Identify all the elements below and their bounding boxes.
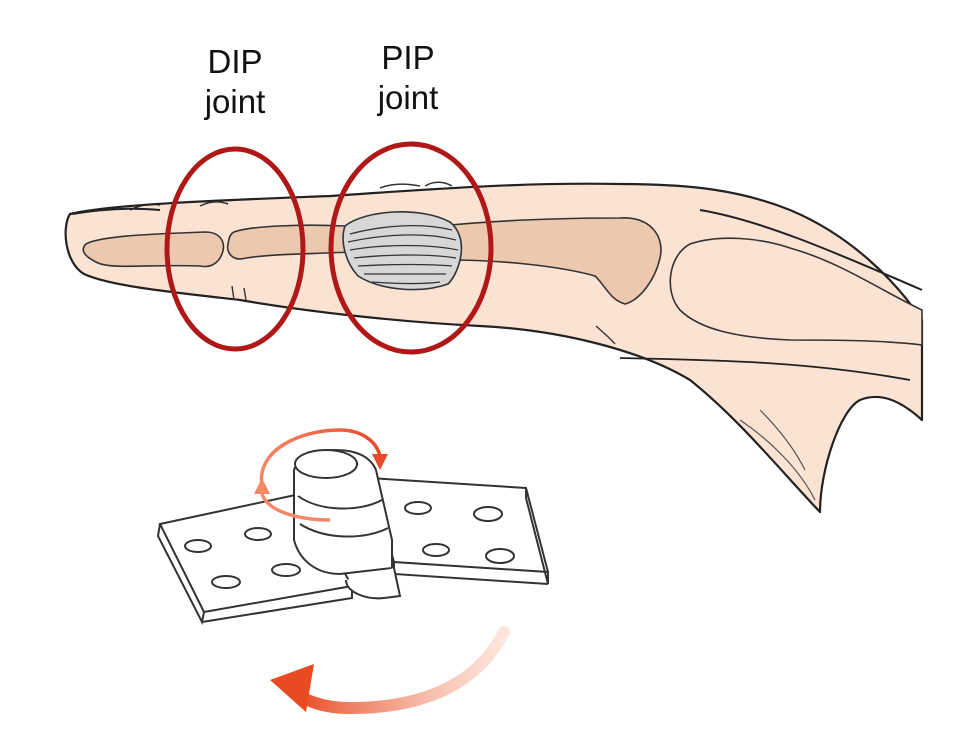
pip-label-line1: PIP (381, 39, 435, 76)
dip-joint-ring (164, 146, 306, 352)
swing-arrow (270, 626, 510, 715)
pip-label-line2: joint (377, 79, 439, 116)
pip-joint-label: PIP joint (338, 38, 478, 118)
distal-phalanx (82, 231, 225, 268)
dip-joint-label: DIP joint (165, 42, 305, 122)
finger-illustration (64, 181, 924, 514)
proximal-phalanx (438, 217, 662, 305)
middle-phalanx (226, 224, 351, 260)
hinge-illustration (156, 448, 550, 626)
metacarpal-head (669, 237, 923, 346)
pip-joint-tissue (342, 211, 463, 291)
pip-joint-ring (328, 141, 494, 355)
dip-label-line2: joint (204, 83, 266, 120)
rotation-arrow (254, 428, 388, 522)
dip-label-line1: DIP (207, 43, 263, 80)
